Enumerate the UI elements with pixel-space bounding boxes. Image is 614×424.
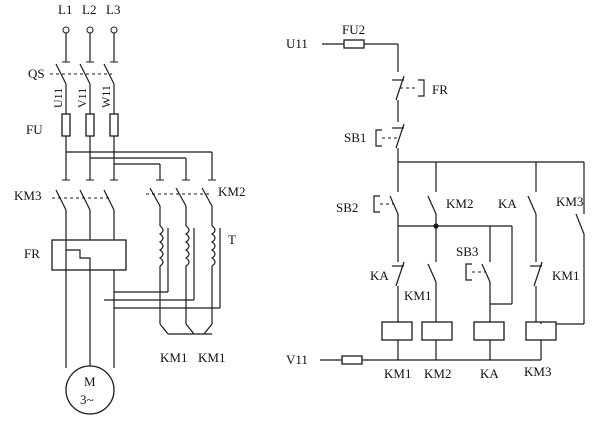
label-km1-no: KM1 <box>404 288 431 303</box>
label-ctrl-fr: FR <box>432 82 448 97</box>
label-km1-nc: KM1 <box>552 268 579 283</box>
contactor-km1-star <box>159 323 213 335</box>
label-qs: QS <box>28 66 45 81</box>
coil-ka <box>473 321 505 341</box>
label-km2: KM2 <box>218 184 245 199</box>
label-l3: L3 <box>106 2 120 17</box>
motor-label: M <box>84 374 96 389</box>
fuse-fu2 <box>343 39 365 49</box>
label-u11: U11 <box>51 88 65 108</box>
terminal-l3 <box>110 26 118 34</box>
thermal-relay-fr <box>51 239 127 271</box>
km3-aux-contact <box>575 213 585 235</box>
ka-aux-contact <box>527 195 537 215</box>
terminal-l1 <box>62 26 70 34</box>
coil-km3 <box>525 321 557 341</box>
label-l2: L2 <box>82 2 96 17</box>
label-km3: KM3 <box>14 188 41 203</box>
label-coil-km3: KM3 <box>524 364 551 379</box>
coil-km1 <box>381 321 413 341</box>
power-circuit: L1 L2 L3 QS U11 V11 W11 FU <box>14 2 245 415</box>
label-l1: L1 <box>58 2 72 17</box>
label-coil-ka: KA <box>480 366 499 381</box>
label-ka-contact: KA <box>498 196 517 211</box>
sb2-start-button <box>373 195 399 215</box>
fr-contact <box>392 75 425 101</box>
label-ctrl-u11: U11 <box>286 36 308 51</box>
control-circuit: U11 FU2 FR SB1 SB2 <box>286 22 585 381</box>
sb3-button <box>465 263 491 283</box>
autotransformer-t <box>158 225 221 267</box>
label-km1-b: KM1 <box>198 350 225 365</box>
label-w11: W11 <box>99 85 113 108</box>
km1-no-contact <box>427 263 437 283</box>
label-sb2: SB2 <box>336 200 358 215</box>
label-ka-nc: KA <box>370 268 389 283</box>
motor: M 3~ <box>65 365 115 415</box>
contactor-km3 <box>52 179 118 211</box>
ka-nc-contact <box>392 261 405 287</box>
terminal-l2 <box>86 26 94 34</box>
switch-qs <box>50 61 118 85</box>
sb1-stop-button <box>375 123 405 149</box>
coil-km2 <box>421 321 453 341</box>
label-fr: FR <box>24 246 40 261</box>
fuse-v11 <box>341 355 363 365</box>
label-ctrl-v11: V11 <box>286 352 308 367</box>
label-km2-contact: KM2 <box>446 196 473 211</box>
km2-aux-contact <box>427 195 437 215</box>
label-sb1: SB1 <box>344 130 366 145</box>
label-coil-km2: KM2 <box>424 366 451 381</box>
label-fu: FU <box>26 122 43 137</box>
contactor-km2 <box>146 179 216 207</box>
km1-nc-contact <box>530 261 543 287</box>
fuse-fu <box>61 113 119 137</box>
label-v11: V11 <box>75 88 89 108</box>
label-fu2: FU2 <box>342 22 365 37</box>
motor-phase-label: 3~ <box>80 392 94 407</box>
label-km3-contact: KM3 <box>556 194 583 209</box>
label-km1-a: KM1 <box>160 350 187 365</box>
label-coil-km1: KM1 <box>384 366 411 381</box>
label-sb3: SB3 <box>456 244 478 259</box>
label-t: T <box>228 232 236 247</box>
